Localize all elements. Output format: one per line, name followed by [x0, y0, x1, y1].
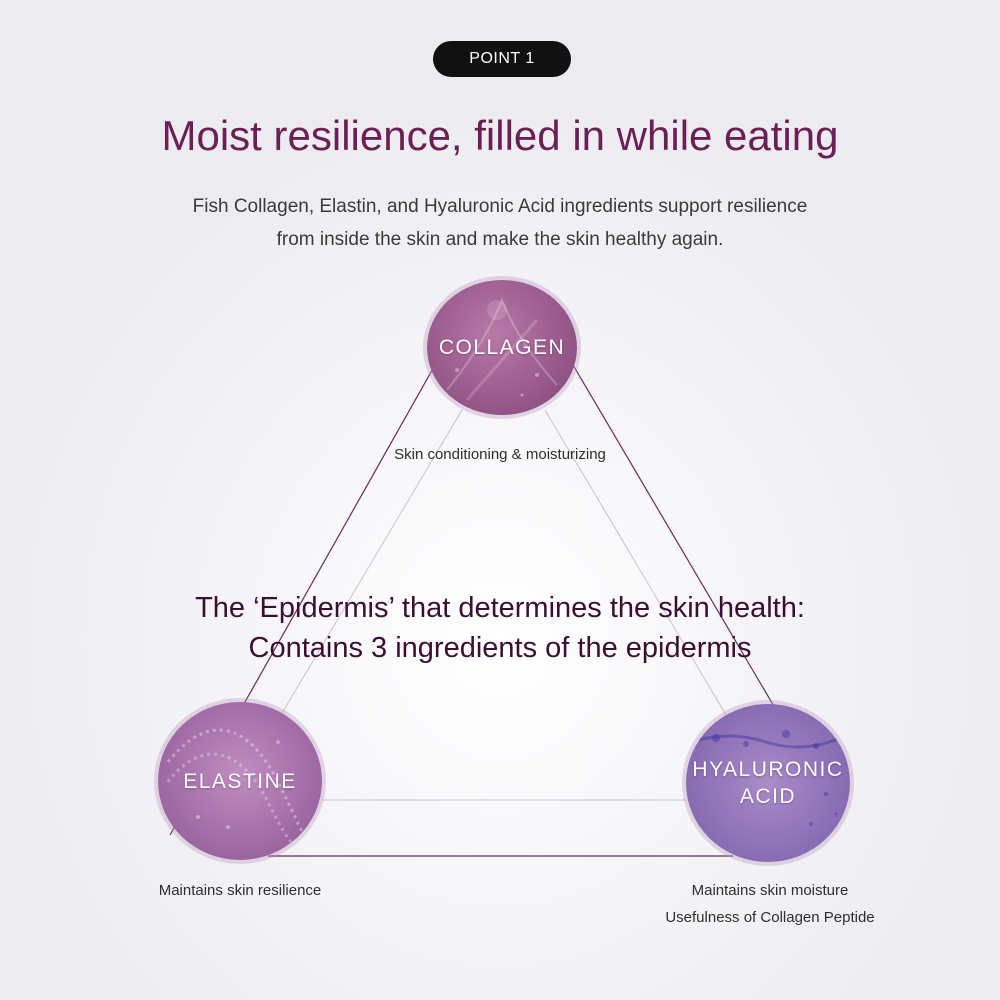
collagen-caption-text: Skin conditioning & moisturizing [394, 446, 606, 463]
hyaluronic-caption-line-1: Maintains skin moisture [691, 882, 849, 899]
point-badge-label: POINT 1 [469, 50, 535, 67]
epidermis-line-1: The ‘Epidermis’ that determines the skin… [195, 592, 805, 624]
point-badge: POINT 1 [433, 41, 571, 77]
elastine-label: ELASTINE [183, 769, 297, 793]
subtitle-line-2: from inside the skin and make the skin h… [276, 229, 724, 250]
page-subtitle: Fish Collagen, Elastin, and Hyaluronic A… [0, 190, 1000, 256]
connector-outer-right [572, 364, 776, 709]
subtitle-line-1: Fish Collagen, Elastin, and Hyaluronic A… [192, 196, 808, 217]
collagen-label: COLLAGEN [438, 336, 566, 359]
elastine-circle: ELASTINE [158, 702, 322, 860]
connector-inner-left [271, 409, 463, 731]
collagen-circle: COLLAGEN [427, 280, 577, 415]
collagen-caption: Skin conditioning & moisturizing [350, 441, 650, 468]
elastine-dna-image [166, 728, 320, 848]
collagen-texture-image [446, 297, 558, 401]
hyaluronic-caption-line-2: Usefulness of Collagen Peptide [665, 909, 875, 926]
connector-inner-right [544, 409, 736, 731]
page-title: Moist resilience, filled in while eating [161, 112, 839, 159]
elastine-caption-text: Maintains skin resilience [158, 882, 322, 899]
hyaluronic-label-line-2: ACID [739, 785, 797, 808]
epidermis-statement: The ‘Epidermis’ that determines the skin… [0, 588, 1000, 668]
hyaluronic-caption: Maintains skin moisture Usefulness of Co… [610, 877, 930, 931]
hyaluronic-bubbles-image [686, 730, 850, 826]
elastine-caption: Maintains skin resilience [110, 877, 370, 904]
hyaluronic-label-line-1: HYALURONIC [692, 758, 844, 781]
epidermis-line-2: Contains 3 ingredients of the epidermis [248, 632, 752, 664]
hyaluronic-circle: HYALURONIC ACID [686, 704, 850, 862]
